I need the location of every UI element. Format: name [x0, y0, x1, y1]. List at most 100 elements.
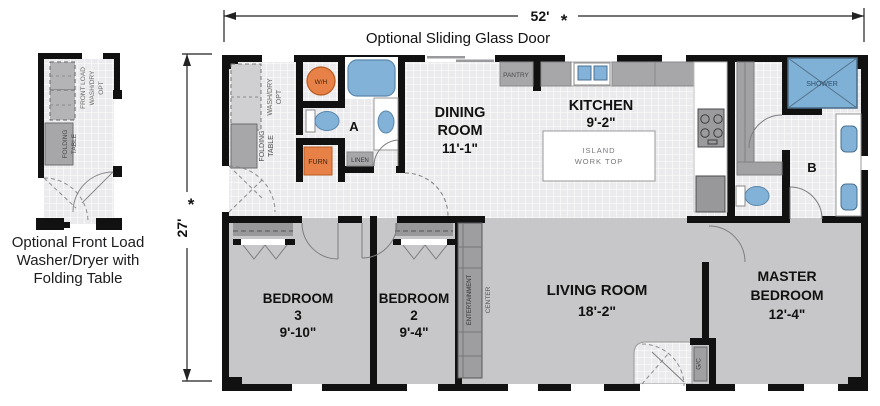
pantry-label: PANTRY: [503, 72, 529, 79]
bedroom2-size: 9'-4": [399, 325, 428, 340]
linen-label: LINEN: [351, 158, 369, 164]
sink-bowl-left: [577, 65, 592, 81]
window: [804, 384, 838, 391]
washer-dryer-inset: FRONT LOAD WASH/DRY OPT FOLDING TABLE Op…: [12, 53, 145, 287]
kitchen: PANTRY KITCHEN 9'-2" ISLAND WORK TOP: [499, 61, 728, 213]
inset-caption-line1: Optional Front Load: [12, 234, 145, 251]
inset-folding-label-1: FOLDING: [62, 130, 69, 159]
master-name-2: BEDROOM: [750, 287, 823, 303]
sliding-door-note: Optional Sliding Glass Door: [366, 30, 550, 47]
arrow-right-icon: [852, 12, 864, 20]
toilet-tank: [305, 109, 316, 133]
water-heater: [306, 66, 336, 96]
entry: G/C: [641, 343, 708, 387]
inset-washdry-label-3: OPT: [98, 81, 105, 94]
ent-center-label-2: CENTER: [485, 286, 492, 313]
living-size: 18'-2": [578, 303, 616, 319]
dining-name-2: ROOM: [437, 123, 482, 139]
entry-door-swing: [641, 343, 685, 387]
walls: [222, 55, 868, 391]
height-dimension: [182, 53, 212, 382]
bath-b-label: B: [807, 160, 816, 175]
bifold-doors: [242, 244, 288, 260]
sink-b1: [840, 125, 858, 153]
height-asterisk: *: [188, 195, 195, 214]
stove-burners: [700, 114, 723, 145]
window: [662, 55, 686, 62]
linen-closet: [346, 151, 374, 167]
window: [565, 55, 617, 62]
utility-room: WASH/DRY OPT FOLDING TABLE: [228, 63, 283, 213]
window: [262, 55, 294, 62]
closet-door-swing: [748, 114, 783, 149]
master-name-1: MASTER: [757, 268, 816, 284]
bedroom2-door-swing: [361, 222, 398, 259]
island-label-2: WORK TOP: [575, 157, 624, 166]
sink-a: [377, 110, 395, 134]
entertainment-unit: [457, 222, 483, 379]
toilet-b: [744, 186, 770, 206]
bath-a-label: A: [349, 119, 359, 134]
width-dimension: [223, 8, 865, 42]
bathtub: [347, 59, 396, 97]
arrow-left-icon: [224, 12, 236, 20]
arrow-up-icon: [183, 54, 191, 66]
window: [571, 384, 604, 391]
utility-folding-label-1: FOLDING: [259, 130, 266, 161]
arrow-down-icon: [183, 369, 191, 381]
entry-door-leaf: [651, 351, 685, 383]
dining-name-1: DINING: [435, 105, 486, 121]
window: [508, 384, 538, 391]
coat-closet: [693, 346, 708, 382]
bedroom3-name: BEDROOM: [263, 291, 334, 306]
living-room: LIVING ROOM 18'-2": [547, 282, 648, 319]
bathroom-a: W/H A FURN LINEN: [303, 57, 449, 217]
inset-door-swings: [43, 171, 114, 223]
bedroom2-name: BEDROOM: [379, 291, 450, 306]
window: [292, 384, 322, 391]
bedroom3-number: 3: [294, 308, 302, 323]
island-label-1: ISLAND: [582, 146, 615, 155]
bedroom2-number: 2: [410, 308, 418, 323]
master-door-swing: [708, 225, 746, 263]
living-name: LIVING ROOM: [547, 282, 648, 299]
closet-shelf: [233, 223, 293, 236]
inset-folding-label-2: TABLE: [71, 133, 78, 154]
furnace-label: FURN: [308, 159, 327, 166]
upper-cabinets: [654, 61, 696, 87]
main-floor-plan: WASH/DRY OPT FOLDING TABLE W/H A FURN: [222, 55, 868, 391]
sink-b2: [840, 183, 858, 211]
utility-washdry-label-2: OPT: [276, 89, 283, 104]
walk-in-closet: [736, 61, 783, 176]
island-work-top: [542, 130, 656, 182]
shower-label: SHOWER: [806, 81, 838, 88]
toilet: [314, 111, 340, 131]
sink-bowl-right: [593, 65, 608, 81]
inset-caption-line2: Washer/Dryer with: [17, 252, 140, 269]
range-stove: [697, 108, 725, 148]
kitchen-size: 9'-2": [586, 115, 615, 130]
bedroom-2: BEDROOM 2 9'-4": [361, 222, 455, 340]
utility-door-swings: [228, 165, 276, 213]
inset-washdry-label-1: FRONT LOAD: [80, 67, 87, 109]
bedroom3-door-swing: [301, 222, 339, 260]
width-dimension-label: 52': [531, 8, 550, 24]
kitchen-name: KITCHEN: [569, 98, 633, 114]
utility-folding-label-2: TABLE: [268, 135, 275, 157]
master-bedroom: MASTER BEDROOM 12'-4": [708, 225, 824, 322]
window: [735, 384, 768, 391]
toilet-b-tank: [735, 185, 746, 207]
dining-room: DINING ROOM 11'-1": [435, 105, 486, 156]
bedroom-3: BEDROOM 3 9'-10": [233, 222, 339, 340]
folding-table: [230, 123, 258, 169]
bath-a-door-swing: [373, 139, 449, 217]
closet-shelf: [395, 223, 453, 236]
window: [407, 384, 438, 391]
height-dimension-label: 27': [174, 219, 190, 238]
master-size: 12'-4": [769, 307, 806, 322]
dining-size: 11'-1": [442, 141, 478, 156]
furnace: [303, 146, 333, 176]
closet-rod-horizontal: [736, 161, 783, 176]
